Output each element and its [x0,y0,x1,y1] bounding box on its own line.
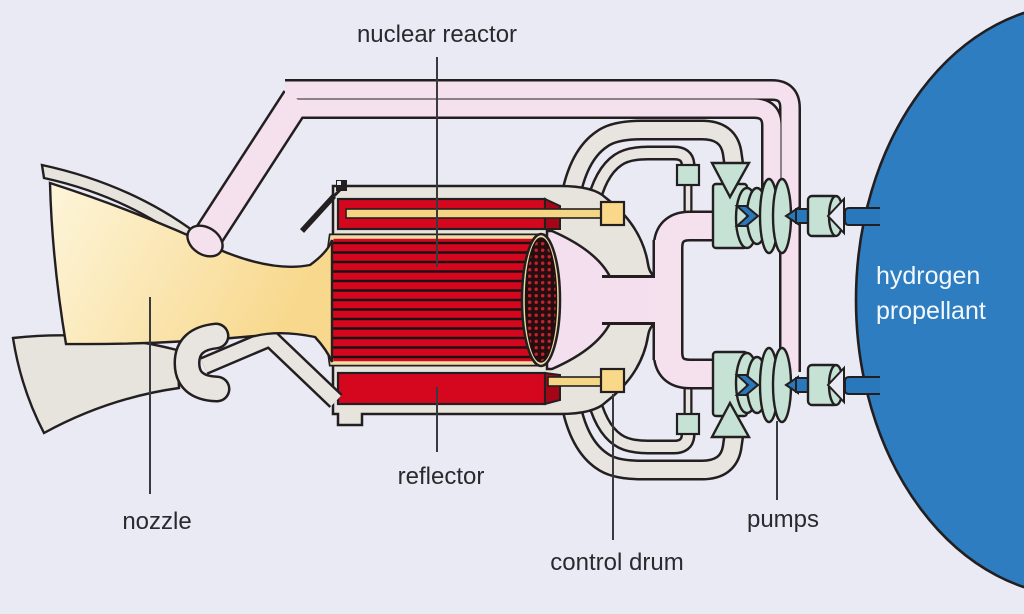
control-drum-actuator-top [599,200,626,227]
pump-shaft-cone [734,374,760,396]
turbine-drive-pipes [559,119,745,481]
turbine-inlet-arrow-down [710,161,752,200]
turbopump-lower [710,346,845,439]
propellant-pipes [189,79,801,390]
coolant-pipe-inlet [186,224,224,258]
valve-bottom [675,412,701,436]
label-hydrogen-propellant-line1: hydrogen [876,262,980,290]
label-control-drum: control drum [550,549,683,576]
core-end-face [524,237,558,363]
label-hydrogen-propellant-line2: propellant [876,297,986,325]
control-drums [345,200,626,394]
nozzle-group [11,163,343,435]
hydrogen-tank [854,11,1024,589]
reactor-core [323,232,562,368]
nozzle-bell [48,181,334,363]
control-drum-actuator-bottom [599,367,626,394]
leader-lines [149,57,778,540]
nozzle-strut [201,331,341,407]
label-nozzle: nozzle [122,508,191,535]
valve-top [675,163,701,187]
control-drum-rod-top [345,208,604,219]
turbine-inlet-arrow-up [710,400,752,439]
label-nuclear-reactor: nuclear reactor [357,21,517,48]
pump-shaft-cone [734,205,760,227]
turbine-exhaust-elbow [175,325,228,400]
control-drum-rod-bottom [547,376,605,387]
fuel-element-stripes [328,241,533,359]
turbopump-upper [710,161,845,255]
label-pumps: pumps [747,506,819,533]
actuator-rod [299,180,347,233]
label-reflector: reflector [398,463,485,490]
